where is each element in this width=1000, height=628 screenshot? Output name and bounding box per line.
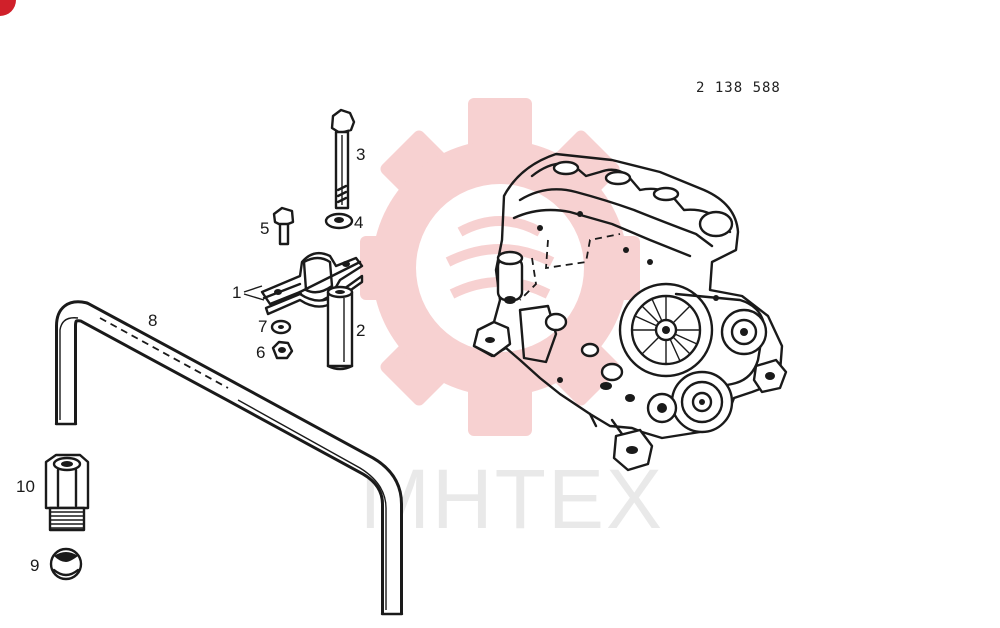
threaded-union-drawing [44,453,90,532]
ball-nipple-drawing [49,547,83,581]
bent-pipe-drawing [54,300,404,616]
callout-8: 8 [148,311,157,330]
nut-drawing [271,340,294,360]
callout-9: 9 [30,556,39,575]
callout-7: 7 [258,317,267,336]
corner-badge [0,0,16,16]
callout-4: 4 [354,213,363,232]
callout-3: 3 [356,145,365,164]
spacer-sleeve-drawing [326,285,354,371]
callout-6: 6 [256,343,265,362]
callout-10: 10 [16,477,35,496]
lock-washer-drawing [270,319,292,335]
engine-drawing [472,152,788,472]
bolt-drawing [330,108,356,210]
screw-drawing [272,206,295,246]
callout-1: 1 [232,283,241,302]
document-number: 2 138 588 [696,80,781,96]
callout-2: 2 [356,321,365,340]
watermark-text: MHTEX [360,452,664,546]
watermark-logo: MHTEX [360,98,664,546]
washer-drawing [324,212,354,230]
callout-5: 5 [260,219,269,238]
